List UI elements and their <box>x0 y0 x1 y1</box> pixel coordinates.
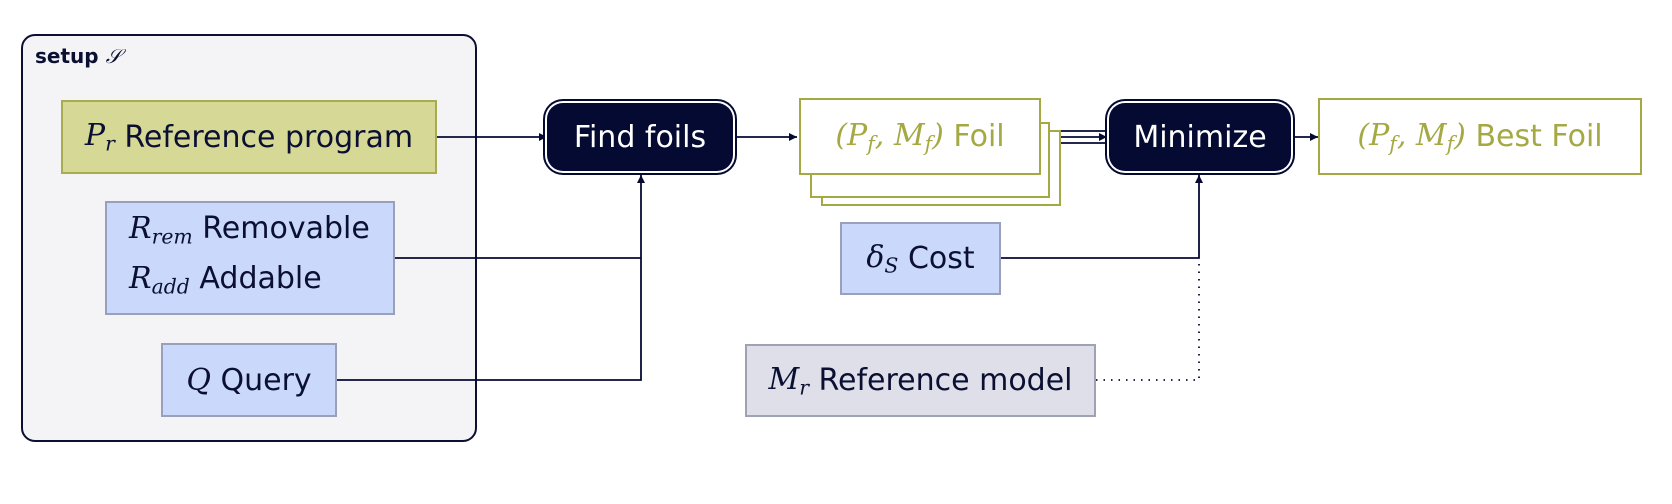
cost-node: δS Cost <box>840 222 1001 295</box>
query-symbol: Q <box>186 362 211 398</box>
cost-symbol: δS <box>866 239 899 278</box>
edge-cost-to-minimize <box>1001 175 1203 259</box>
reference-program-symbol: Pr <box>84 118 115 156</box>
removable-addable-node: Rrem Removable Radd Addable <box>105 201 395 315</box>
best-foil-label: Best Foil <box>1475 119 1603 154</box>
setup-title: setup 𝒮 <box>35 44 121 68</box>
query-node: Q Query <box>161 343 337 417</box>
setup-symbol: 𝒮 <box>105 44 122 68</box>
reference-program-label: Reference program <box>124 119 414 155</box>
edge-model-to-minimize <box>1096 262 1200 381</box>
foil-node: (Pf, Mf) Foil <box>799 98 1041 175</box>
reference-model-label: Reference model <box>818 363 1073 398</box>
cost-label: Cost <box>907 241 975 276</box>
find-foils-node: Find foils <box>547 103 733 171</box>
query-label: Query <box>220 362 312 398</box>
reference-model-symbol: Mr <box>768 361 809 400</box>
find-foils-label: Find foils <box>573 119 707 155</box>
best-foil-node: (Pf, Mf) Best Foil <box>1318 98 1642 175</box>
foil-label: Foil <box>953 119 1005 154</box>
reference-program-node: Pr Reference program <box>61 100 437 174</box>
edge-query-to-findfoils <box>337 175 645 381</box>
minimize-node: Minimize <box>1109 103 1291 171</box>
removable-row: Rrem Removable <box>129 211 370 249</box>
addable-row: Radd Addable <box>129 261 322 299</box>
minimize-label: Minimize <box>1133 119 1267 155</box>
setup-label: setup <box>35 44 99 68</box>
reference-model-node: Mr Reference model <box>745 344 1096 417</box>
